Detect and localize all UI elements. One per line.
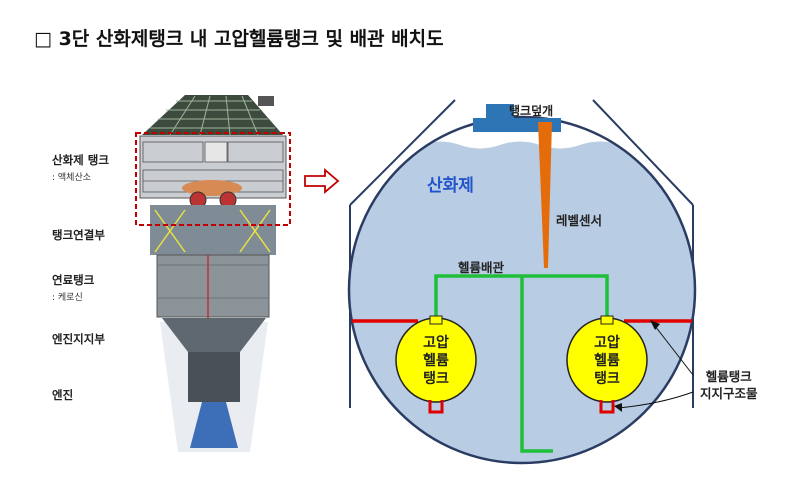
label-engine-mount: 엔진지지부 (52, 332, 105, 346)
label-tank-connector: 탱크연결부 (52, 228, 105, 242)
label-engine: 엔진 (52, 388, 74, 402)
label-tank-lid: 탱크덮개 (509, 104, 554, 118)
helium-tank-right-line3: 탱크 (594, 371, 620, 387)
label-fuel-sub: : 케로신 (52, 293, 83, 303)
frame-right (592, 99, 694, 206)
label-oxidizer-tank: 산화제 탱크 (52, 153, 109, 167)
support-leaders (617, 325, 694, 409)
label-support-line1: 헬륨탱크 (705, 369, 752, 384)
helium-pipe (434, 274, 609, 453)
level-sensor (538, 122, 552, 268)
helium-tank-right-line1: 고압 (594, 335, 620, 351)
engine-mount (162, 318, 266, 352)
helium-tank-left-line1: 고압 (423, 335, 449, 351)
label-oxidizer: 산화제 (427, 176, 474, 196)
helium-tank-left-label: 고압 헬륨 탱크 (411, 334, 461, 388)
top-dome (142, 95, 283, 135)
label-support-structure: 헬륨탱크 지지구조물 (700, 368, 758, 402)
helium-tank-left-line3: 탱크 (423, 371, 449, 387)
highlight-box (135, 132, 291, 226)
label-level-sensor: 레벨센서 (556, 213, 603, 228)
helium-tank-right-line2: 헬륨 (594, 353, 620, 369)
engine-machinery (188, 352, 240, 402)
arrow-icon (304, 168, 340, 194)
fuel-tank (156, 254, 270, 318)
liquid-oxygen (349, 141, 695, 463)
label-helium-pipe: 헬륨배관 (458, 260, 505, 275)
helium-tank-right-label: 고압 헬륨 탱크 (582, 334, 632, 388)
helium-tank-left-line2: 헬륨 (423, 353, 449, 369)
engine-nozzle (190, 402, 238, 448)
label-support-line2: 지지구조물 (700, 386, 758, 401)
frame-left (349, 99, 456, 206)
label-oxidizer-sub: : 액체산소 (52, 173, 92, 183)
top-box (258, 96, 274, 106)
page-title: □ 3단 산화제탱크 내 고압헬륨탱크 및 배관 배치도 (34, 28, 444, 50)
label-fuel-tank: 연료탱크 (52, 273, 95, 287)
